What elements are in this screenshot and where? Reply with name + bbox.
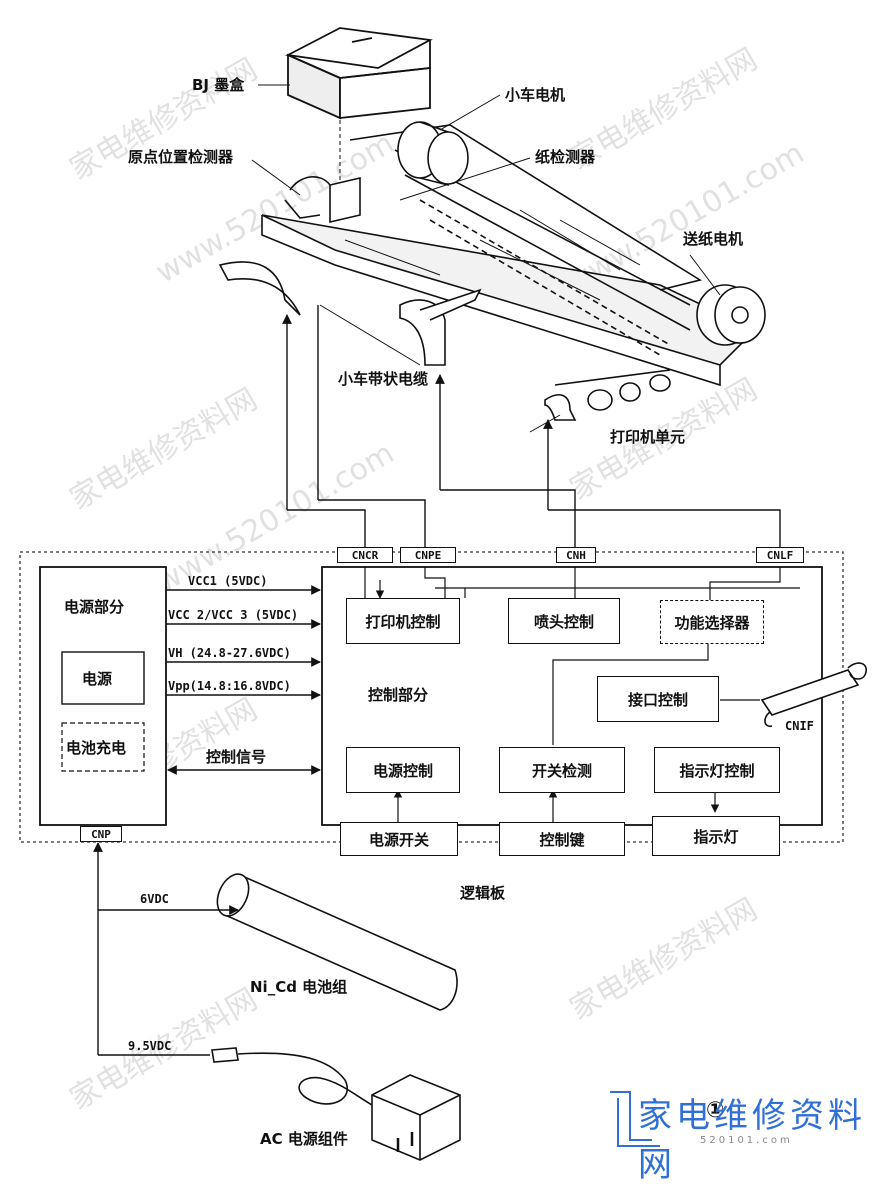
ac-adapter-drawing	[211, 1047, 461, 1161]
logo-frame	[610, 1091, 660, 1147]
printer-control-block: 打印机控制	[346, 598, 460, 644]
connector-cnpe: CNPE	[400, 547, 456, 563]
rail-vcc23: VCC 2/VCC 3 (5VDC)	[168, 608, 299, 622]
head-control-block: 喷头控制	[508, 598, 620, 644]
ac-adapter-label: AC 电源组件	[260, 1130, 348, 1148]
cnif-connector-drawing	[760, 662, 867, 728]
connector-cncr: CNCR	[337, 547, 393, 563]
paper-sensor-label: 纸检测器	[535, 148, 596, 166]
printer-mechanism-drawing	[218, 121, 766, 421]
carriage-ribbon-label: 小车带状电缆	[338, 370, 429, 388]
indicator-block: 指示灯	[652, 816, 780, 856]
home-sensor-label: 原点位置检测器	[128, 148, 234, 166]
battery-charge-label: 电池充电	[66, 739, 127, 757]
battery-label: Ni_Cd 电池组	[250, 978, 348, 996]
connector-cnp: CNP	[80, 826, 122, 842]
feed-motor-label: 送纸电机	[683, 230, 744, 248]
carriage-motor-label: 小车电机	[505, 86, 566, 104]
function-selector-block: 功能选择器	[660, 600, 764, 644]
rail-vcc1: VCC1 (5VDC)	[188, 574, 268, 588]
connector-cnh: CNH	[556, 547, 596, 563]
site-logo-url: 520101.com	[700, 1135, 793, 1146]
power-control-block: 电源控制	[346, 747, 460, 793]
control-keys-block: 控制键	[499, 822, 625, 856]
connector-cnif: CNIF	[785, 719, 814, 733]
control-section-label: 控制部分	[368, 686, 429, 704]
logic-board-label: 逻辑板	[460, 884, 506, 902]
page-number: ①	[706, 1098, 725, 1123]
ink-cartridge-drawing	[285, 27, 433, 120]
rail-vh: VH (24.8-27.6VDC)	[168, 646, 291, 660]
switch-detect-block: 开关检测	[499, 747, 625, 793]
interface-control-block: 接口控制	[597, 676, 719, 722]
voltage-95vdc: 9.5VDC	[128, 1039, 172, 1053]
printer-unit-label: 打印机单元	[610, 428, 686, 446]
battery-drawing	[216, 873, 458, 1011]
indicator-control-block: 指示灯控制	[654, 747, 780, 793]
power-section-title: 电源部分	[64, 598, 125, 616]
control-signal-label: 控制信号	[206, 748, 267, 766]
power-supply-label: 电源	[82, 670, 113, 688]
connector-cnlf: CNLF	[756, 547, 804, 563]
rail-vpp: Vpp(14.8:16.8VDC)	[168, 679, 291, 693]
voltage-6vdc: 6VDC	[140, 892, 169, 906]
power-switch-block: 电源开关	[340, 822, 458, 856]
ink-cartridge-label: BJ 墨盒	[192, 76, 245, 94]
